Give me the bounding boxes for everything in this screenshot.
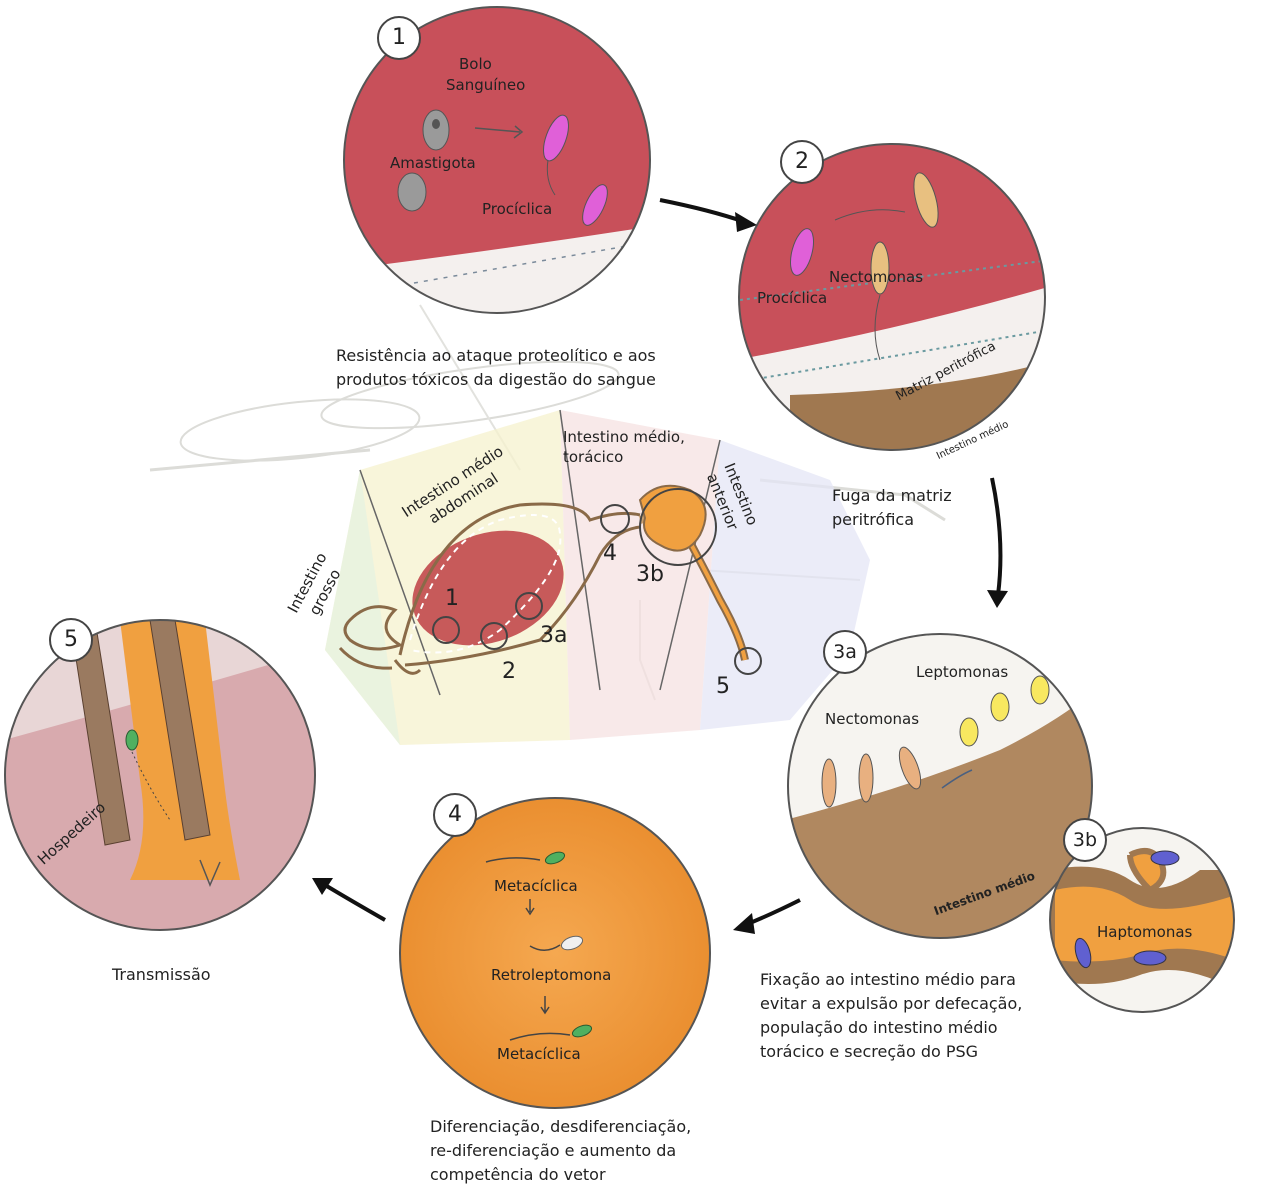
label-bolo: Bolo [459,55,492,73]
label-retroleptomona: Retroleptomona [491,966,611,984]
gut-marker-4: 4 [603,541,617,567]
caption-1-line-1: Resistência ao ataque proteolítico e aos [336,344,656,368]
label-prociclica-1: Procíclica [482,200,552,218]
caption-3-line-1: Fixação ao intestino médio para [760,968,1022,992]
caption-3-line-4: torácico e secreção do PSG [760,1040,1022,1064]
label-intestino-medio-toracico: Intestino médio, torácico [563,427,685,467]
label-nectomonas-3a: Nectomonas [825,710,919,728]
label-prociclica-2: Procíclica [757,289,827,307]
stage-1-number: 1 [377,16,421,60]
stage-4-number: 4 [433,793,477,837]
caption-4-line-1: Diferenciação, desdiferenciação, [430,1115,691,1139]
caption-2-line-2: peritrófica [832,508,952,532]
toracico-line-1: Intestino médio, [563,427,685,447]
caption-stage-3: Fixação ao intestino médio para evitar a… [760,968,1022,1064]
label-sanguineo: Sanguíneo [446,76,525,94]
gut-marker-3a: 3a [540,623,567,649]
caption-1-line-2: produtos tóxicos da digestão do sangue [336,368,656,392]
caption-stage-4: Diferenciação, desdiferenciação, re-dife… [430,1115,691,1187]
stage-3a-number: 3a [823,630,867,674]
gut-marker-3b: 3b [636,562,664,588]
gut-marker-1: 1 [445,586,459,612]
caption-2-line-1: Fuga da matriz [832,484,952,508]
caption-stage-1: Resistência ao ataque proteolítico e aos… [336,344,656,392]
label-leptomonas: Leptomonas [916,663,1008,681]
caption-4-line-2: re-diferenciação e aumento da [430,1139,691,1163]
caption-4-line-3: competência do vetor [430,1163,691,1187]
caption-stage-5: Transmissão [112,963,211,987]
toracico-line-2: torácico [563,447,685,467]
stage-5-number: 5 [49,618,93,662]
caption-3-line-3: população do intestino médio [760,1016,1022,1040]
caption-stage-2: Fuga da matriz peritrófica [832,484,952,532]
label-amastigota: Amastigota [390,154,476,172]
gut-marker-2: 2 [502,659,516,685]
caption-3-line-2: evitar a expulsão por defecação, [760,992,1022,1016]
label-metaciclica-2: Metacíclica [497,1045,581,1063]
label-nectomonas-2: Nectomonas [829,268,923,286]
label-haptomonas: Haptomonas [1097,923,1192,941]
stage-2-number: 2 [780,140,824,184]
label-metaciclica-1: Metacíclica [494,877,578,895]
stage-3b-number: 3b [1063,818,1107,862]
gut-marker-5: 5 [716,674,730,700]
